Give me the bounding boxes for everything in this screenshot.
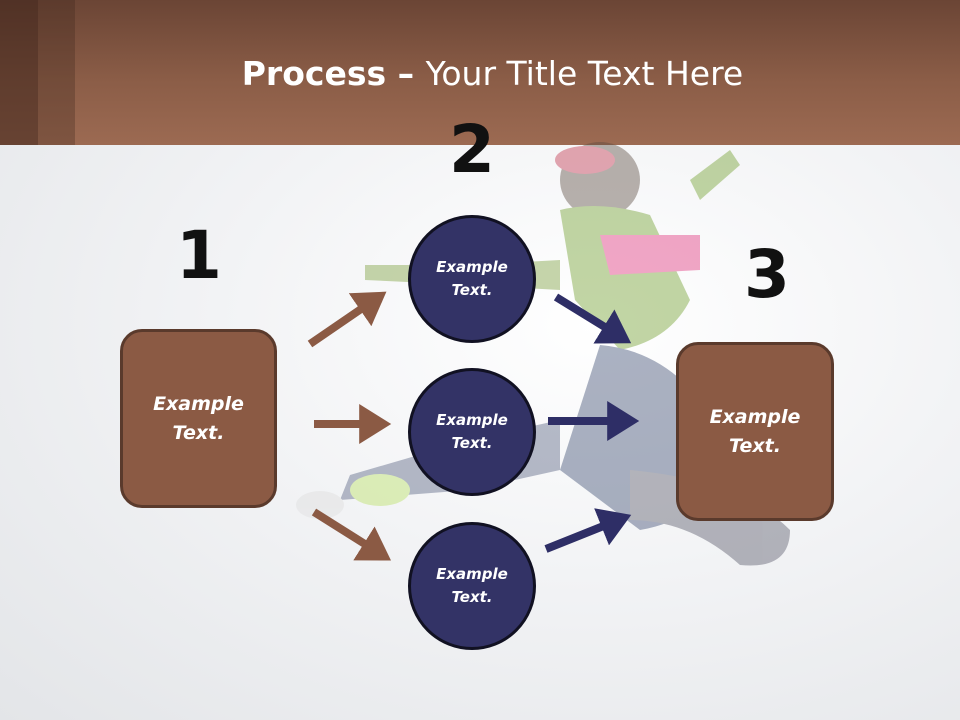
step-number-3: 3 xyxy=(744,236,790,313)
header-accent-band xyxy=(38,0,75,145)
title-rest: Your Title Text Here xyxy=(425,54,744,93)
title-dash: – xyxy=(386,54,426,93)
page-title: Process – Your Title Text Here xyxy=(0,52,960,96)
title-bold: Process xyxy=(241,54,387,93)
header-bar xyxy=(0,0,960,145)
arrow-1-to-2-top xyxy=(307,291,387,348)
arrow-1-to-2-bottom xyxy=(311,508,392,561)
step-number-2: 2 xyxy=(449,111,495,188)
arrow-2-top-to-3 xyxy=(553,293,632,344)
arrow-2-bottom-to-3 xyxy=(544,508,632,553)
header-accent-band xyxy=(0,0,38,145)
step-number-1: 1 xyxy=(176,217,222,294)
